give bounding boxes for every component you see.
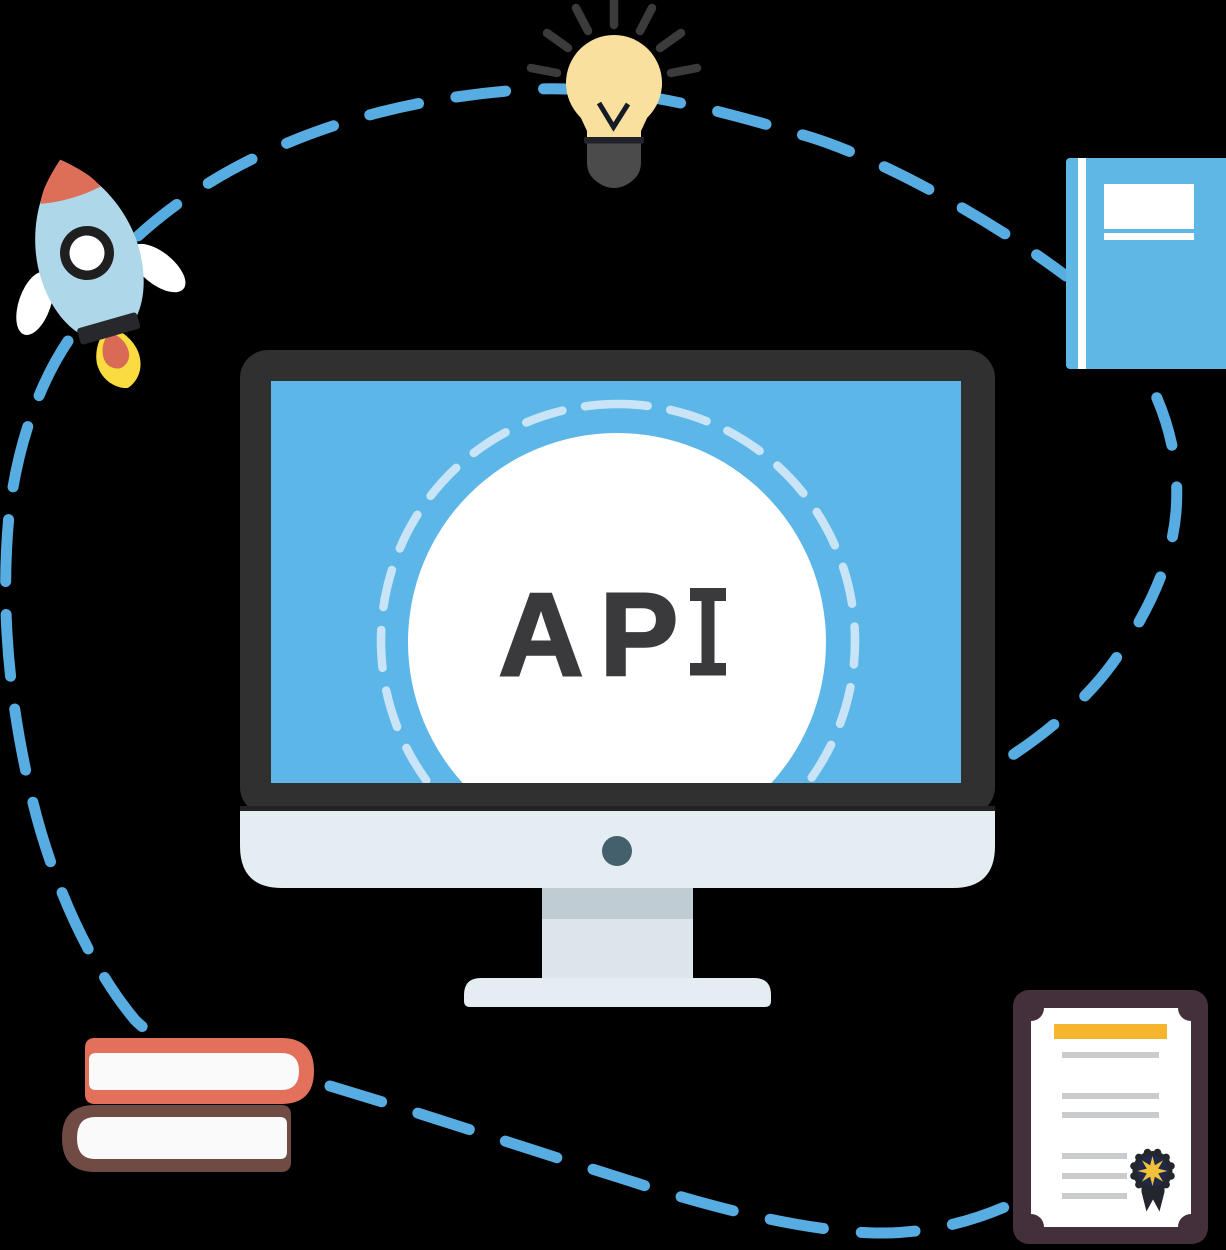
svg-text:A: A — [498, 569, 583, 701]
svg-text:P: P — [600, 569, 679, 701]
